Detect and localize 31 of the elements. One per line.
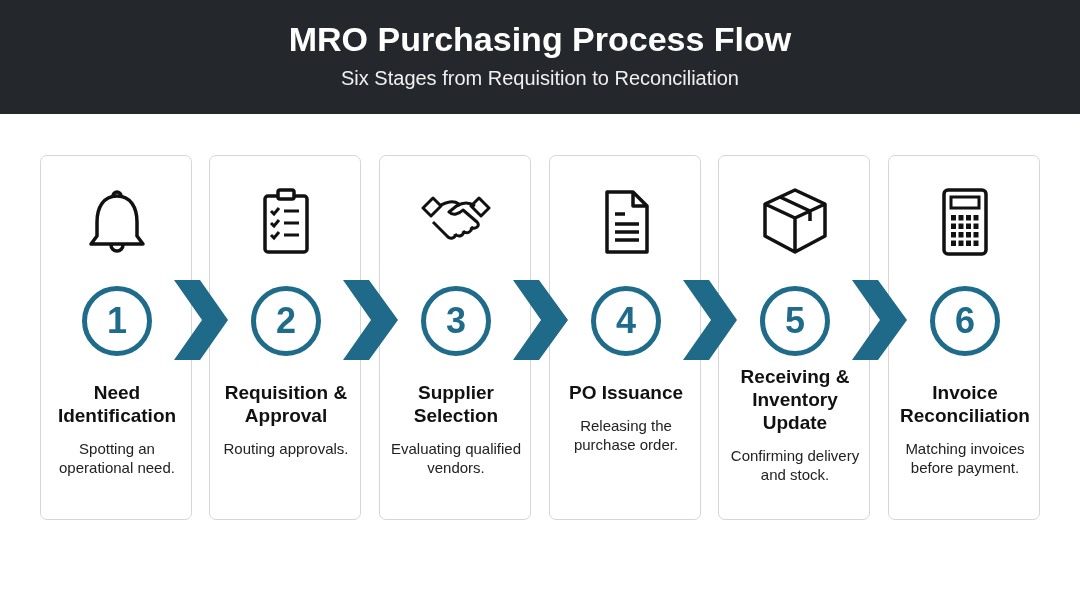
stage-card [40, 155, 192, 520]
stage-title: PO Issuance [567, 381, 685, 404]
step-number-circle: 6 [930, 286, 1000, 356]
stage-title: Supplier Selection [412, 381, 500, 427]
chevron-arrow [852, 280, 907, 360]
step-number-circle: 5 [760, 286, 830, 356]
step-number-circle: 4 [591, 286, 661, 356]
stage-title: Need Identification [56, 381, 178, 427]
step-number-circle: 3 [421, 286, 491, 356]
chevron-arrow [683, 280, 737, 360]
stage-title: Receiving & Inventory Update [739, 365, 851, 434]
stage-description: Matching invoices before payment. [904, 439, 1026, 477]
stage-card [718, 155, 870, 520]
step-number-circle: 2 [251, 286, 321, 356]
title: MRO Purchasing Process Flow [287, 20, 793, 59]
stage-card [888, 155, 1040, 520]
stage-description: Releasing the purchase order. [572, 416, 680, 454]
stage-description: Confirming delivery and stock. [729, 446, 861, 484]
subtitle: Six Stages from Requisition to Reconciliation [340, 67, 740, 90]
stage-card [549, 155, 701, 520]
stage-description: Evaluating qualified vendors. [389, 439, 523, 477]
stage-card [209, 155, 361, 520]
chevron-arrow [174, 280, 228, 360]
step-number-circle: 1 [82, 286, 152, 356]
stage-title: Requisition & Approval [223, 381, 349, 427]
stage-description: Routing approvals. [222, 439, 350, 458]
stage-description: Spotting an operational need. [58, 439, 176, 477]
chevron-arrow [513, 280, 568, 360]
chevron-arrow [343, 280, 398, 360]
stage-card [379, 155, 531, 520]
stage-title: Invoice Reconciliation [899, 381, 1031, 427]
